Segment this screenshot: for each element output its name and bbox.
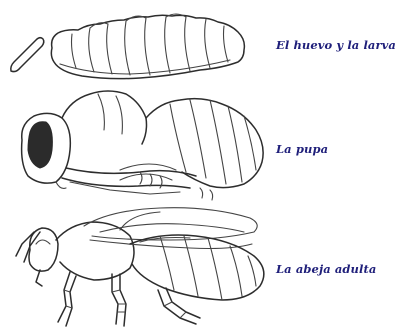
label-adult-bee: La abeja adulta bbox=[276, 262, 376, 276]
adult-bee-illustration bbox=[16, 208, 264, 326]
larva-illustration bbox=[51, 14, 244, 79]
label-egg-and-larva: El huevo y la larva bbox=[276, 38, 396, 52]
pupa-illustration bbox=[22, 91, 264, 200]
egg-illustration bbox=[11, 38, 44, 72]
label-pupa: La pupa bbox=[276, 142, 328, 156]
